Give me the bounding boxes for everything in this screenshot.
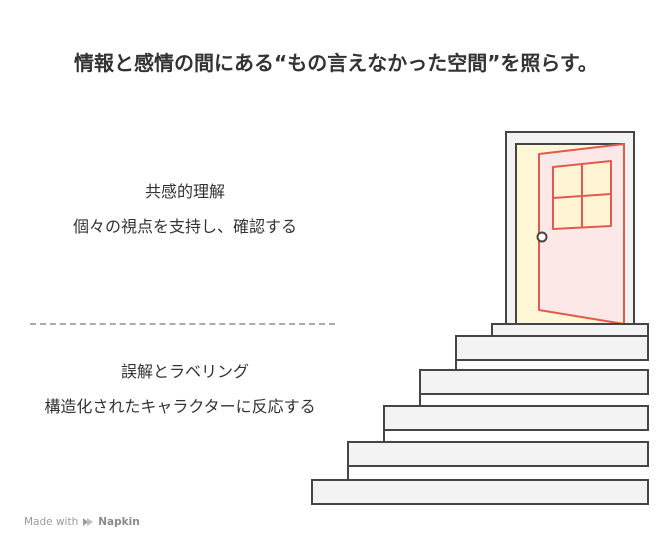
open-door [536,143,625,325]
stair-step-6 [311,479,649,505]
napkin-logo-icon [83,518,94,526]
empathic-understanding-text: 個々の視点を支持し、確認する [72,217,297,236]
stair-step-2 [455,335,649,361]
stair-step-3 [419,369,649,395]
napkin-brand: Napkin [98,516,140,528]
made-with-label: Made with [24,516,79,528]
page-title: 情報と感情の間にある“もの言えなかった空間”を照らす。 [74,51,598,75]
door-knob [536,231,548,243]
stair-step-5 [347,441,649,467]
footer-attribution: Made with Napkin [24,516,140,528]
section-divider [30,323,335,325]
misunderstanding-labeling-text: 構造化されたキャラクターに反応する [44,397,316,416]
stair-step-1 [491,323,649,337]
door-window [552,160,612,230]
misunderstanding-labeling-heading: 誤解とラベリング [120,362,249,381]
stair-step-4 [383,405,649,431]
staircase [311,323,649,505]
door-and-stairs-illustration [311,131,649,505]
empathic-understanding-heading: 共感的理解 [144,182,225,201]
